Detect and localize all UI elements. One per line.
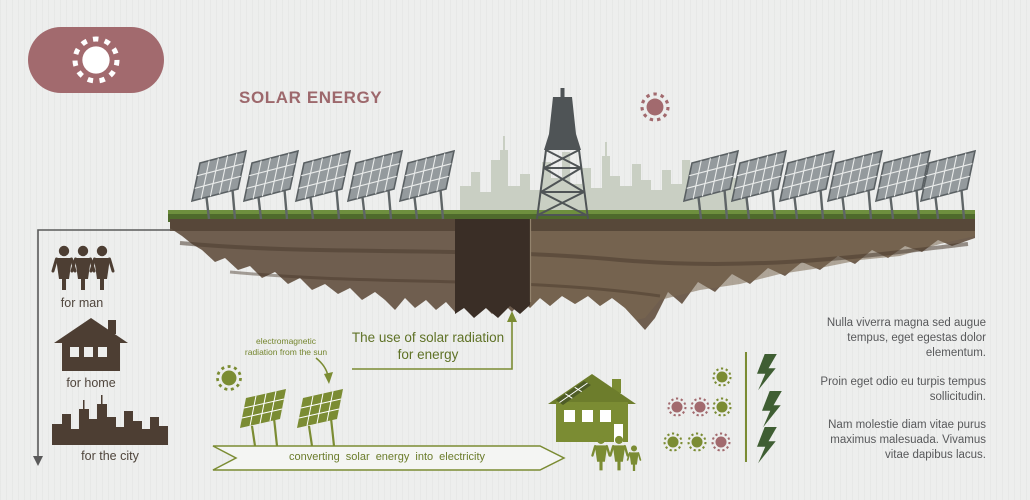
banner-arrow [212, 445, 566, 471]
paragraph: Proin eget odio eu turpis tempus sollici… [820, 375, 986, 403]
left-connector-arrow [33, 229, 170, 466]
house-icon [54, 318, 128, 371]
transmission-tower-icon [536, 88, 589, 220]
solar-panel-array-left [190, 149, 456, 221]
city-icon [52, 395, 168, 445]
green-house-icon [548, 374, 636, 442]
paragraph: Nulla viverra magna sed augue tempus, eg… [826, 317, 986, 360]
sun-icon-green [216, 365, 242, 391]
ground-soil-cross-section [170, 219, 975, 330]
lightning-bolt-icon [757, 354, 782, 464]
label-for-home: for home [66, 376, 116, 390]
radiation-label: electromagnetic radiation from the sun [244, 336, 328, 358]
solar-panel-icon-green [238, 387, 345, 448]
radiation-arrow-icon [315, 357, 333, 384]
use-arrow [352, 311, 517, 370]
banner-label: converting solar energy into electricity [288, 451, 486, 463]
sun-badge [28, 27, 164, 93]
page-title: SOLAR ENERGY [239, 88, 383, 107]
right-text-column: Nulla viverra magna sed augue tempus, eg… [808, 316, 986, 463]
grass-strip [168, 210, 975, 222]
paragraph: Nam molestie diam vitae purus maximus ma… [828, 418, 986, 462]
sun-grid [663, 367, 732, 452]
family-icon [591, 434, 642, 472]
label-for-the-city: for the city [81, 449, 139, 463]
sun-icon [61, 25, 131, 95]
use-of-solar-label: The use of solar radiation for energy [351, 330, 505, 362]
people-icon [51, 244, 115, 292]
sun-icon [640, 92, 670, 122]
label-for-man: for man [60, 296, 104, 310]
